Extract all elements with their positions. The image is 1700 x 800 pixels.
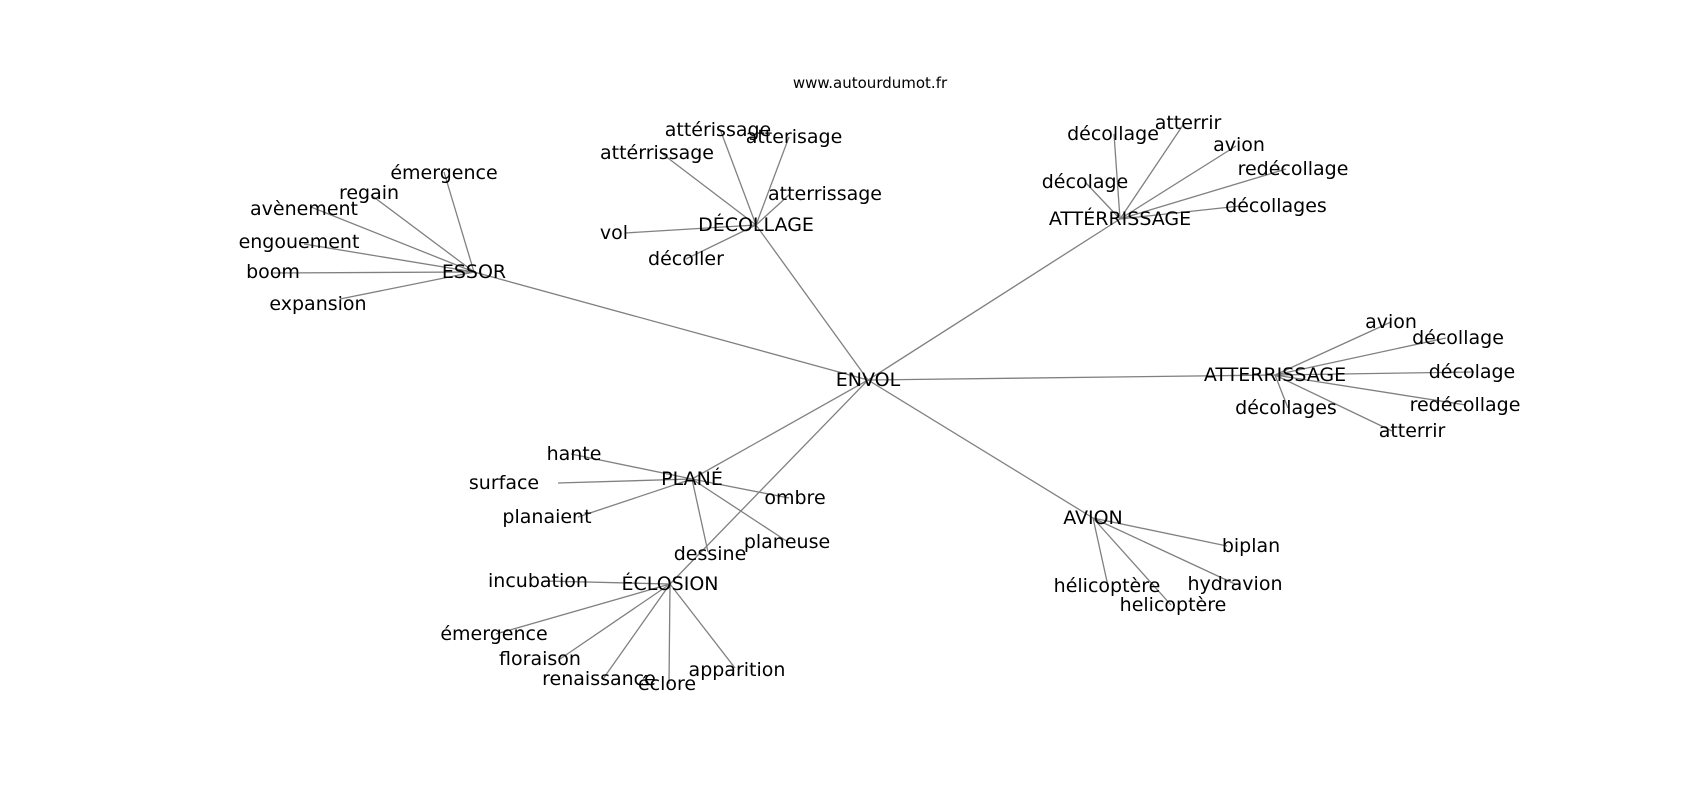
leaf-word-essor-engouement[interactable]: engouement	[239, 231, 360, 253]
hub-word-atterrissage[interactable]: ATTERRISSAGE	[1204, 364, 1346, 386]
edge-decollage-atterissage	[719, 128, 757, 226]
leaf-word-essor-regain[interactable]: regain	[339, 182, 399, 204]
leaf-word-decollage-atterrissage[interactable]: attérrissage	[600, 142, 714, 164]
edge-decollage-decoller	[685, 224, 757, 260]
edge-avion-biplan	[1092, 517, 1228, 547]
edge-envol-decollage	[755, 224, 869, 381]
hub-word-plane[interactable]: PLANÉ	[661, 467, 723, 490]
hub-word-avion[interactable]: AVION	[1063, 507, 1123, 529]
edge-eclosion-floraison	[559, 583, 671, 660]
leaf-word-essor-emergence[interactable]: émergence	[390, 162, 497, 184]
edge-decollage-atterisage	[755, 136, 790, 226]
edge-decollage-atterrissage	[659, 151, 757, 226]
leaf-word-plane-planaient[interactable]: planaient	[502, 506, 591, 528]
leaf-word-atterrissage-accent-decolage[interactable]: décolage	[1042, 171, 1129, 193]
leaf-word-avion-helicoptere[interactable]: hélicoptère	[1054, 575, 1161, 597]
edge-plane-hante	[570, 453, 693, 480]
source-credit[interactable]: www.autourdumot.fr	[793, 74, 948, 92]
edge-essor-engouement	[303, 243, 475, 273]
edge-essor-emergence	[443, 171, 475, 273]
edge-atterrissage-decolage	[1274, 371, 1475, 376]
leaf-word-atterrissage-accent-decollage[interactable]: décollage	[1067, 123, 1159, 145]
leaf-word-decollage-atterrissage[interactable]: atterrissage	[768, 183, 882, 205]
edge-plane-ombre	[691, 478, 790, 499]
leaf-word-plane-hante[interactable]: hante	[547, 443, 602, 465]
edge-avion-helicoptere	[1092, 517, 1172, 606]
edge-avion-helicoptere	[1092, 517, 1109, 587]
edge-eclosion-apparition	[669, 583, 736, 669]
edge-decollage-vol	[624, 224, 757, 234]
leaf-word-avion-biplan[interactable]: biplan	[1222, 535, 1280, 557]
leaf-word-essor-expansion[interactable]: expansion	[269, 293, 366, 315]
edge-atterrissage-redecollage	[1274, 374, 1467, 406]
leaf-word-plane-planeuse[interactable]: planeuse	[744, 531, 830, 553]
edge-atterrissage-accent-avion	[1119, 145, 1237, 220]
leaf-word-decollage-vol[interactable]: vol	[600, 222, 628, 244]
hub-word-essor[interactable]: ESSOR	[442, 261, 506, 283]
graph-labels: ENVOLESSORémergenceregainavènementengoue…	[239, 112, 1521, 695]
edge-essor-expansion	[339, 271, 475, 300]
leaf-word-atterrissage-atterrir[interactable]: atterrir	[1379, 420, 1446, 442]
leaf-word-avion-hydravion[interactable]: hydravion	[1188, 573, 1283, 595]
edge-essor-boom	[271, 271, 475, 274]
center-word-envol[interactable]: ENVOL	[836, 369, 901, 391]
leaf-word-decollage-atterisage[interactable]: atterisage	[746, 126, 843, 148]
graph-edges	[271, 124, 1475, 685]
edge-plane-surface	[557, 478, 693, 484]
leaf-word-atterrissage-decollages[interactable]: décollages	[1235, 397, 1337, 419]
leaf-word-plane-ombre[interactable]: ombre	[764, 487, 825, 509]
leaf-word-eclosion-emergence[interactable]: émergence	[440, 623, 547, 645]
edge-atterrissage-accent-decollages	[1119, 205, 1241, 220]
edge-atterrissage-decollages	[1274, 374, 1289, 409]
leaf-word-essor-boom[interactable]: boom	[246, 261, 300, 283]
leaf-word-atterrissage-accent-avion[interactable]: avion	[1213, 134, 1265, 156]
edge-eclosion-emergence	[495, 583, 671, 635]
edge-avion-hydravion	[1092, 517, 1236, 585]
leaf-word-eclosion-eclore[interactable]: éclore	[638, 673, 696, 695]
edge-atterrissage-avion	[1274, 321, 1392, 376]
edge-essor-regain	[370, 194, 475, 273]
leaf-word-atterrissage-accent-atterrir[interactable]: atterrir	[1155, 112, 1222, 134]
edge-plane-dessine	[691, 478, 709, 553]
leaf-word-eclosion-incubation[interactable]: incubation	[488, 570, 588, 592]
edge-eclosion-eclore	[668, 583, 671, 685]
edge-envol-plane	[691, 379, 869, 480]
edge-decollage-atterrissage	[755, 193, 791, 226]
leaf-word-plane-surface[interactable]: surface	[469, 472, 539, 494]
edge-atterrissage-accent-decollage	[1113, 133, 1121, 220]
leaf-word-atterrissage-decollage[interactable]: décollage	[1412, 327, 1504, 349]
leaf-word-eclosion-apparition[interactable]: apparition	[689, 659, 786, 681]
leaf-word-atterrissage-avion[interactable]: avion	[1365, 311, 1417, 333]
edge-envol-atterrissage-accent	[867, 218, 1121, 381]
edge-plane-planeuse	[691, 478, 789, 543]
edge-atterrissage-accent-atterrir	[1119, 124, 1184, 220]
hub-word-atterrissage-accent[interactable]: ATTÉRRISSAGE	[1049, 207, 1191, 230]
leaf-word-atterrissage-decolage[interactable]: décolage	[1429, 361, 1516, 383]
edge-atterrissage-accent-redecollage	[1119, 168, 1287, 220]
edge-envol-avion	[867, 379, 1094, 519]
edge-plane-planaient	[577, 478, 693, 518]
edge-atterrissage-atterrir	[1274, 374, 1393, 432]
edge-essor-avenement	[310, 206, 475, 273]
edge-atterrissage-decollage	[1274, 337, 1447, 376]
leaf-word-eclosion-renaissance[interactable]: renaissance	[542, 668, 656, 690]
edge-eclosion-incubation	[543, 580, 671, 585]
leaf-word-plane-dessine[interactable]: dessine	[674, 543, 747, 565]
edge-eclosion-renaissance	[602, 583, 671, 680]
leaf-word-atterrissage-accent-decollages[interactable]: décollages	[1225, 195, 1327, 217]
leaf-word-decollage-decoller[interactable]: décoller	[648, 248, 724, 270]
leaf-word-eclosion-floraison[interactable]: floraison	[499, 648, 581, 670]
edge-envol-eclosion	[669, 379, 869, 585]
leaf-word-atterrissage-redecollage[interactable]: redécollage	[1410, 394, 1521, 416]
leaf-word-decollage-atterissage[interactable]: attérissage	[665, 119, 772, 141]
hub-word-eclosion[interactable]: ÉCLOSION	[622, 572, 719, 595]
leaf-word-atterrissage-accent-redecollage[interactable]: redécollage	[1238, 158, 1349, 180]
hub-word-decollage[interactable]: DÉCOLLAGE	[698, 213, 814, 236]
edge-envol-essor	[473, 271, 869, 381]
leaf-word-avion-helicoptere[interactable]: helicoptère	[1120, 594, 1227, 616]
edge-atterrissage-accent-decolage	[1085, 182, 1121, 220]
edge-envol-atterrissage	[867, 374, 1276, 381]
leaf-word-essor-avenement[interactable]: avènement	[250, 198, 358, 220]
